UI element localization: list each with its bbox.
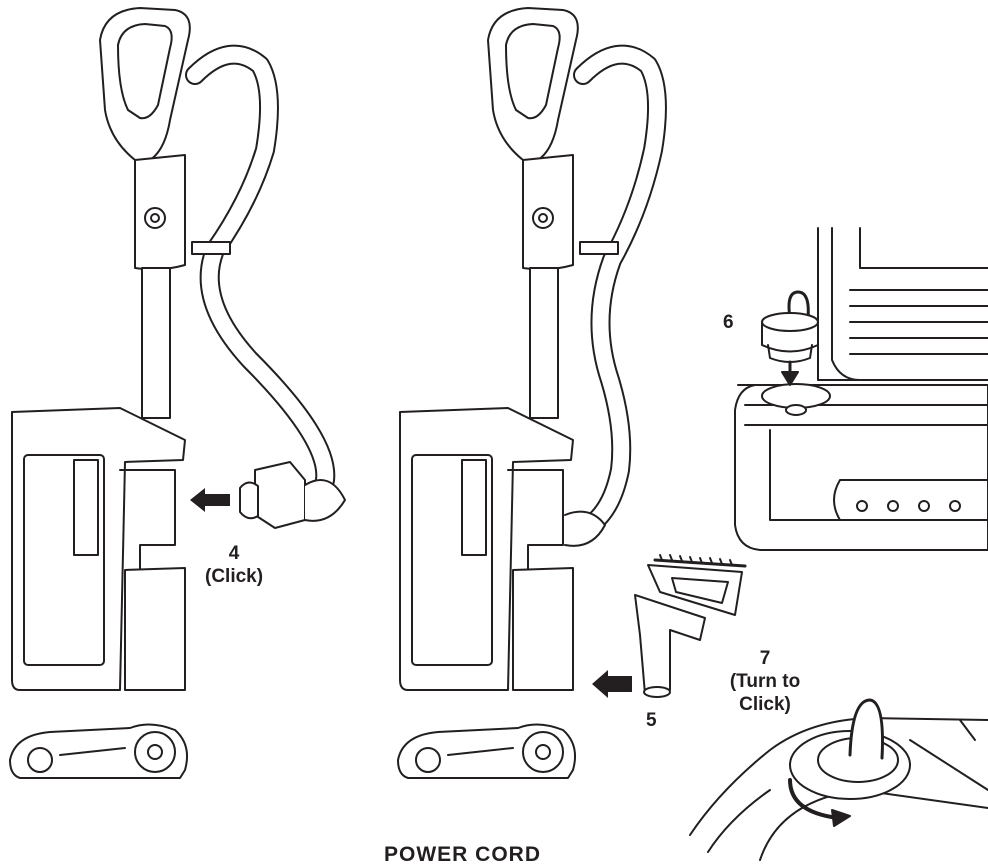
dust-cup-detail [734,227,988,551]
step-6-label: 6 [723,311,734,334]
step-5-number: 5 [646,710,657,731]
vacuum-left [9,7,346,779]
step-7-note-line2: Click) [739,694,791,715]
step-4-label: 4 (Click) [205,542,263,588]
accessory-tools [634,554,747,698]
footer-title: POWER CORD [384,843,541,866]
step-5-label: 5 [646,709,657,732]
turn-to-click-detail [689,698,988,861]
step-7-label: 7 (Turn to Click) [720,647,810,716]
step-4-note: (Click) [205,566,264,587]
vacuum-middle [397,7,667,779]
step-7-note-line1: (Turn to [729,671,801,692]
step-4-number: 4 [228,543,240,564]
step-6-number: 6 [723,312,734,333]
step-7-number: 7 [759,648,771,669]
